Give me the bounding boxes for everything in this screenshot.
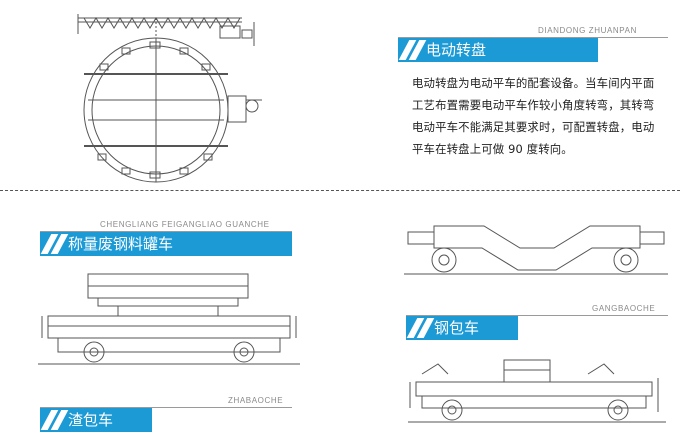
slag-car-pinyin: ZHABAOCHE xyxy=(228,396,284,405)
slag-car-title-bar: 渣包车 xyxy=(40,408,152,432)
turntable-description: 电动转盘为电动平车的配套设备。当车间内平面工艺布置需要电动平车作较小角度转弯，其… xyxy=(412,76,655,156)
ladle-car-drawing xyxy=(404,212,668,282)
scrap-car-title: 称量废钢料罐车 xyxy=(68,235,174,253)
turntable-title: 电动转盘 xyxy=(426,41,487,59)
turntable-pinyin: DIANDONG ZHUANPAN xyxy=(538,26,637,35)
turntable-drawing xyxy=(70,4,270,184)
ladle-car-header-line xyxy=(406,315,668,316)
section-divider xyxy=(0,190,680,191)
ladle-car-title: 钢包车 xyxy=(434,319,480,337)
turntable-header-line xyxy=(398,37,668,38)
scrap-car-pinyin: CHENGLIANG FEIGANGLIAO GUANCHE xyxy=(100,220,270,229)
ladle-car-pinyin: GANGBAOCHE xyxy=(592,304,656,313)
slag-car-header-line xyxy=(40,407,292,408)
slag-car-title: 渣包车 xyxy=(68,411,114,429)
turntable-title-bar: 电动转盘 xyxy=(398,38,598,62)
scrap-car-drawing xyxy=(38,270,300,370)
slag-car-drawing xyxy=(408,356,666,432)
scrap-car-title-bar: 称量废钢料罐车 xyxy=(40,232,292,256)
scrap-car-header-line xyxy=(40,231,292,232)
ladle-car-title-bar: 钢包车 xyxy=(406,316,518,340)
